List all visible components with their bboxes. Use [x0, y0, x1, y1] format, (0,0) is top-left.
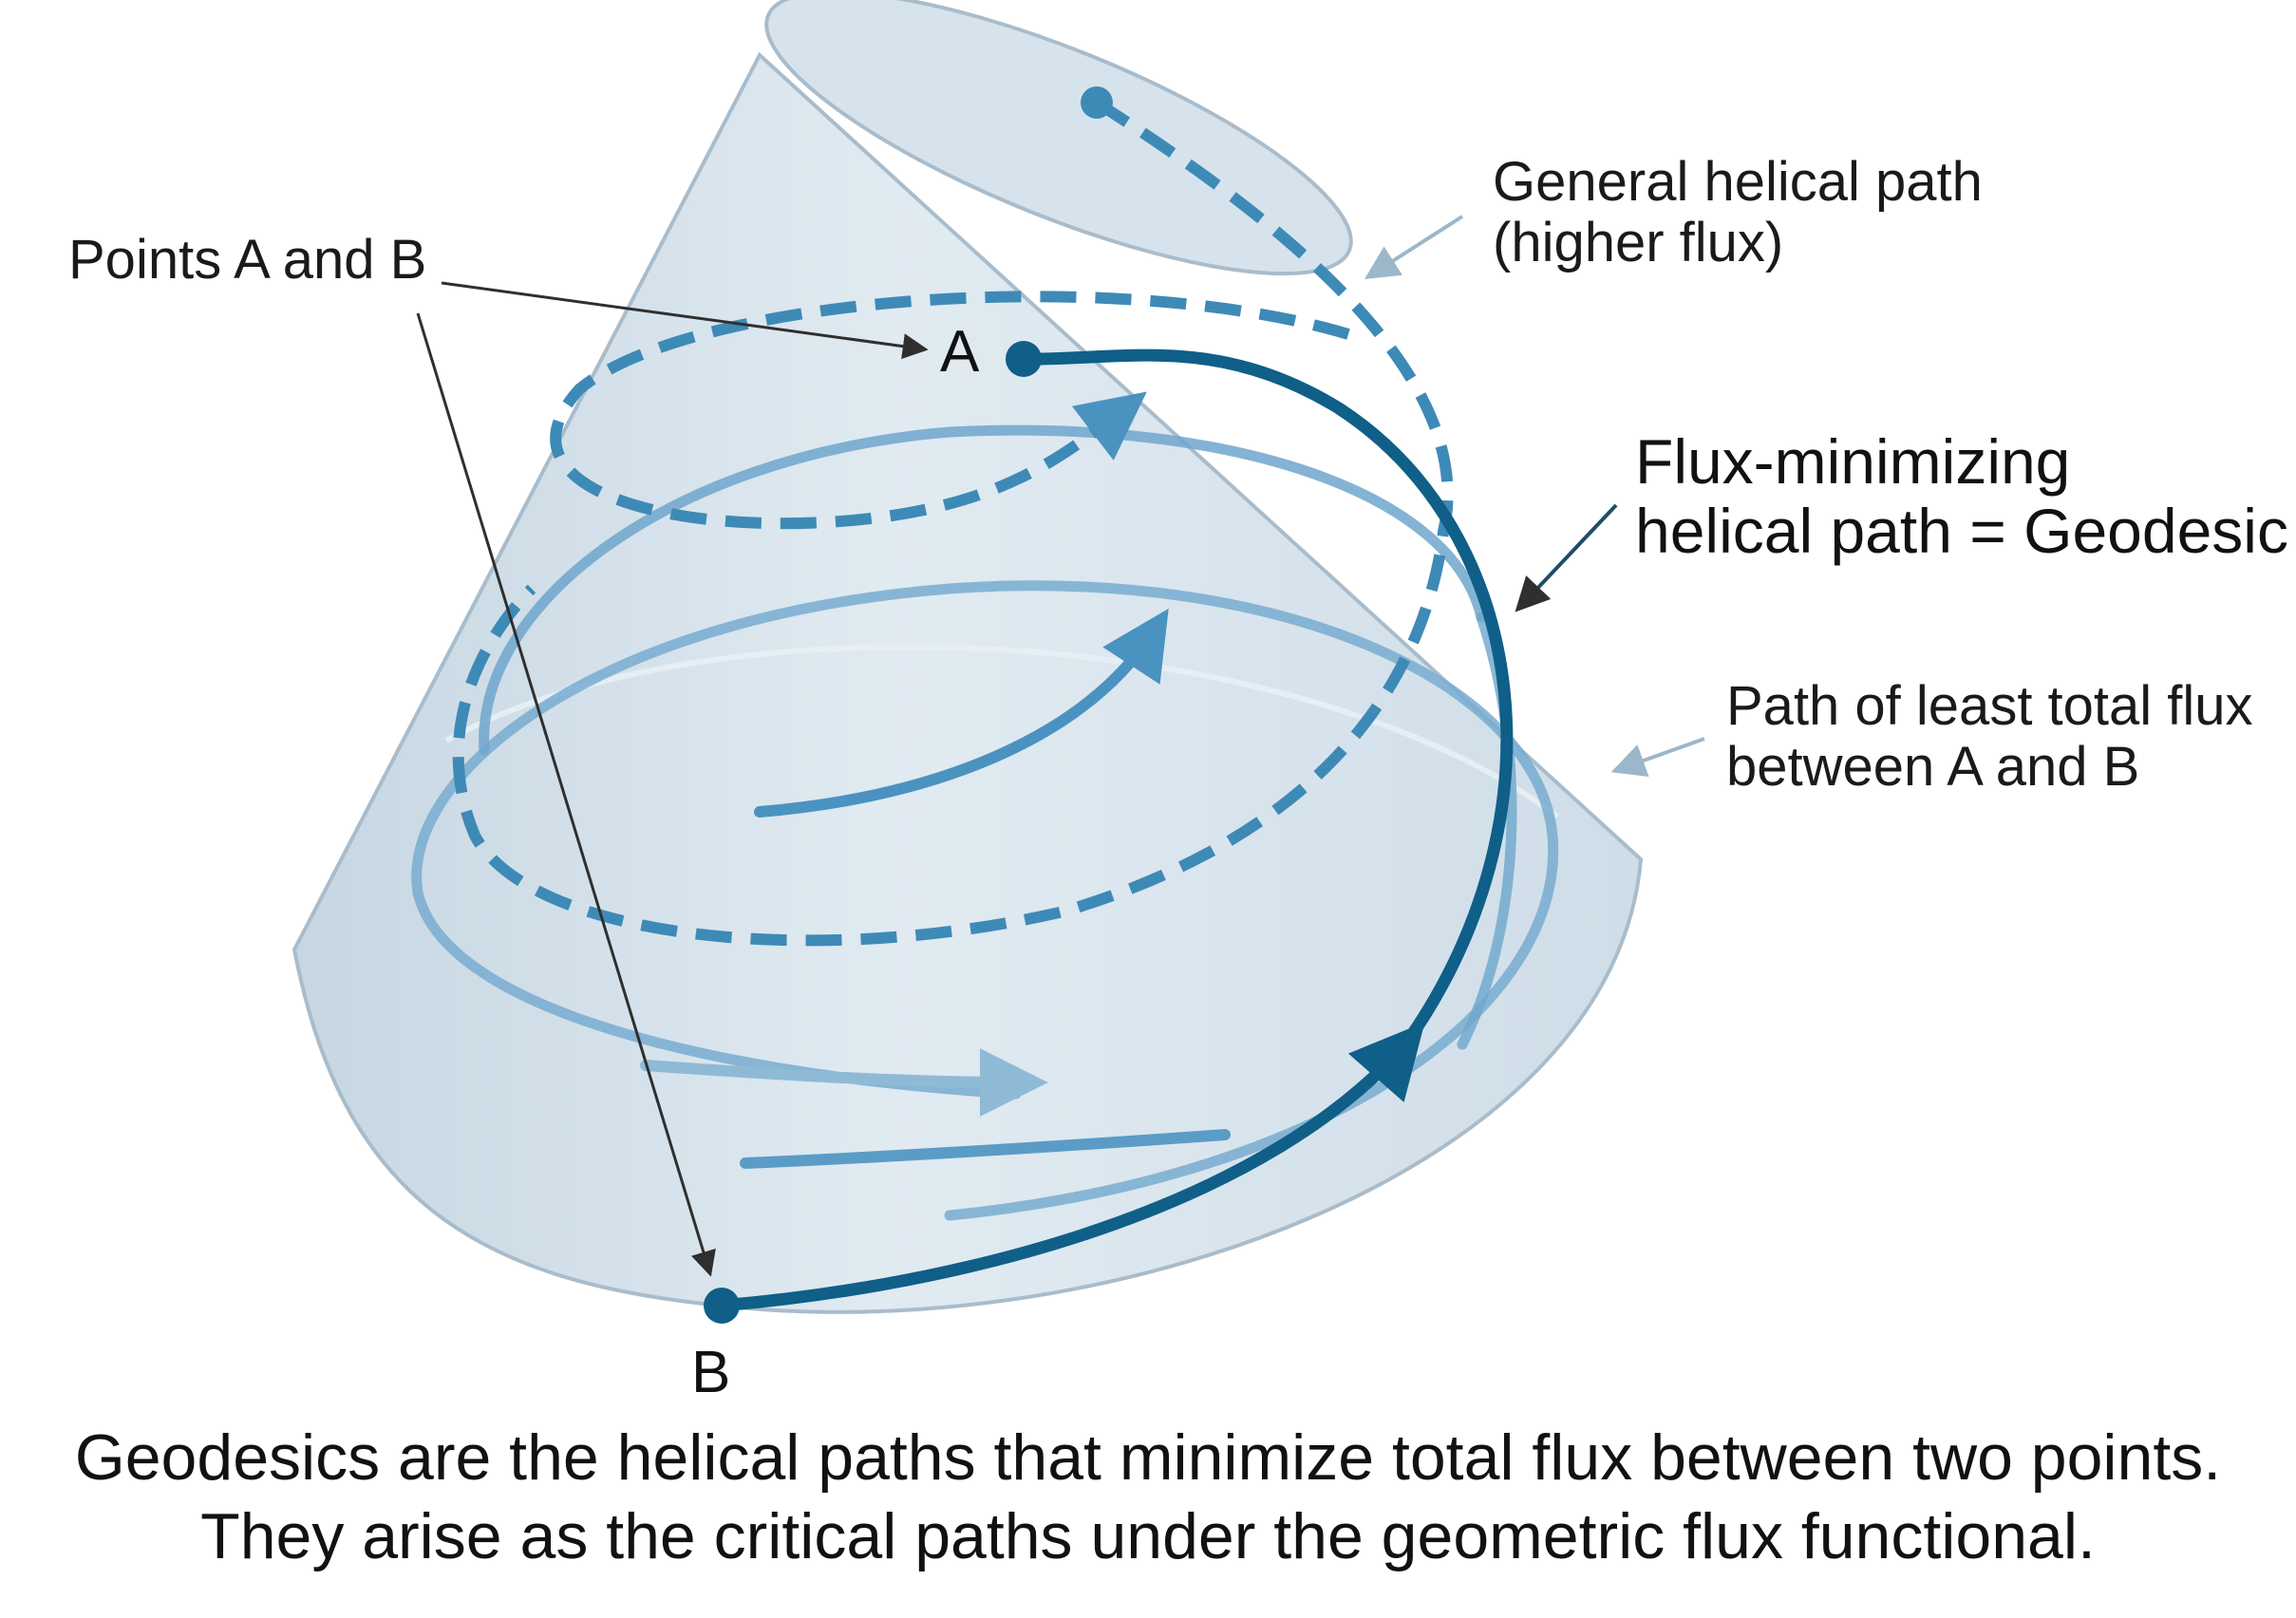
label-geodesic-line1: Flux-minimizing	[1635, 426, 2071, 497]
caption-line1: Geodesics are the helical paths that min…	[74, 1421, 2222, 1494]
label-points-a-and-b: Points A and B	[68, 229, 427, 291]
label-general-helical-path: General helical path (higher flux)	[1493, 152, 1983, 273]
general-helical-path	[452, 97, 1454, 947]
cone-top-ellipse	[764, 0, 1353, 276]
general-path-start-dot	[1081, 86, 1113, 119]
leader-least-flux	[1610, 737, 1705, 778]
cone-body	[292, 51, 1644, 1314]
geodesic-path-lower	[715, 1022, 1425, 1312]
label-general-line2: (higher flux)	[1493, 211, 1784, 273]
label-general-line1: General helical path	[1493, 151, 1983, 213]
label-least-line2: between A and B	[1726, 735, 2140, 798]
flow-arrow-lower-left	[640, 1047, 1048, 1117]
point-b-dot	[704, 1288, 740, 1324]
light-helix-ring-upper	[479, 424, 1487, 756]
leader-general-path	[1364, 215, 1464, 279]
caption-line2: They arise as the critical paths under t…	[200, 1499, 2096, 1572]
leader-geodesic	[1515, 503, 1618, 612]
point-a-dot	[1006, 341, 1042, 377]
flow-arrow-center	[754, 608, 1169, 818]
flow-arrow-bottom	[740, 1129, 1231, 1169]
leader-points-to-b	[416, 312, 716, 1277]
point-b-label: B	[691, 1340, 731, 1405]
label-geodesic-line2: helical path = Geodesic	[1635, 495, 2288, 566]
label-geodesic: Flux-minimizing helical path = Geodesic	[1635, 427, 2288, 565]
point-a-label: A	[940, 319, 980, 385]
label-least-flux: Path of least total flux between A and B	[1726, 676, 2253, 798]
caption: Geodesics are the helical paths that min…	[0, 1419, 2296, 1576]
leader-points-to-a	[441, 281, 929, 360]
general-helical-loop	[550, 291, 1350, 530]
label-least-line1: Path of least total flux	[1726, 675, 2253, 737]
geodesic-path-upper	[1017, 348, 1514, 1051]
